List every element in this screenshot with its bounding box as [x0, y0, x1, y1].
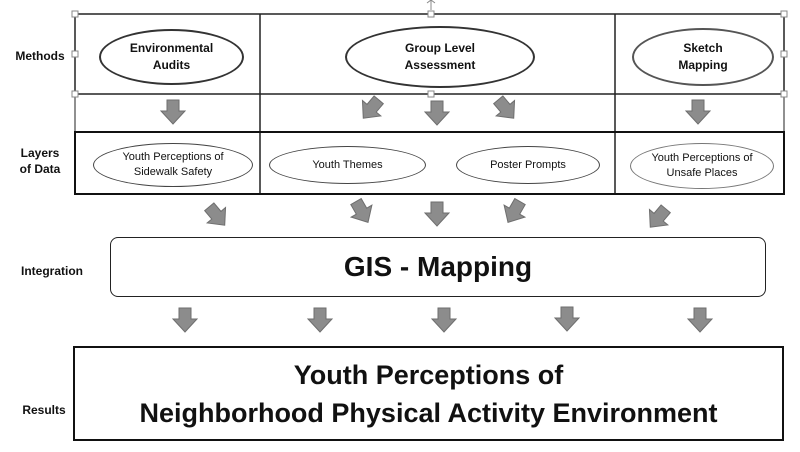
results-line2: Neighborhood Physical Activity Environme… — [139, 397, 718, 428]
arrow-sketch-to-unsafe-icon — [684, 99, 712, 125]
arrow-themes-to-gis-icon — [349, 197, 373, 224]
layers-label-line1: Layers — [20, 146, 60, 160]
handle-top-right[interactable] — [780, 10, 788, 18]
arrow-gis-to-results-3-icon — [430, 307, 458, 333]
sketch-mapping-line2: Mapping — [678, 58, 728, 72]
sidewalk-line2: Sidewalk Safety — [133, 166, 213, 178]
gis-mapping-box: GIS - Mapping — [110, 237, 766, 297]
integration-label: Integration — [21, 264, 83, 278]
results-line1: Youth Perceptions of — [293, 359, 564, 390]
youth-themes-node: Youth Themes — [269, 146, 426, 184]
handle-top-left[interactable] — [71, 10, 79, 18]
arrow-center-to-gis-icon — [423, 201, 451, 227]
sidewalk-safety-node: Youth Perceptions of Sidewalk Safety — [93, 143, 253, 187]
methods-label: Methods — [15, 49, 65, 63]
gis-mapping-title: GIS - Mapping — [343, 251, 533, 282]
unsafe-line2: Unsafe Places — [666, 167, 738, 179]
arrow-gis-to-results-4-icon — [553, 306, 581, 332]
poster-prompts-text: Poster Prompts — [490, 158, 566, 171]
layers-label-line2: of Data — [19, 162, 61, 176]
arrow-group-to-prompts-icon — [492, 95, 516, 119]
sketch-mapping-line1: Sketch — [683, 41, 723, 55]
youth-themes-text: Youth Themes — [312, 158, 383, 171]
group-level-line1: Group Level — [404, 41, 475, 55]
environmental-audits-line2: Audits — [152, 58, 191, 72]
arrow-gis-to-results-2-icon — [306, 307, 334, 333]
environmental-audits-line1: Environmental — [129, 41, 214, 55]
arrow-group-to-center-icon — [423, 100, 451, 126]
rotate-handle-icon[interactable] — [426, 0, 436, 10]
group-level-line2: Assessment — [404, 58, 476, 72]
layers-of-data-label: Layers of Data — [8, 145, 72, 177]
arrow-gis-to-results-5-icon — [686, 307, 714, 333]
layers-table-frame — [74, 131, 785, 195]
selection-handles — [71, 0, 788, 98]
unsafe-places-node: Youth Perceptions of Unsafe Places — [630, 143, 774, 189]
handle-bottom-mid[interactable] — [427, 90, 435, 98]
results-box: Youth Perceptions of Neighborhood Physic… — [73, 346, 784, 441]
handle-mid-left[interactable] — [71, 50, 79, 58]
handle-bottom-right[interactable] — [780, 90, 788, 98]
arrow-unsafe-to-gis-icon — [648, 204, 672, 228]
arrow-layer — [159, 95, 714, 333]
handle-bottom-left[interactable] — [71, 90, 79, 98]
arrow-audits-to-sidewalk-icon — [159, 99, 187, 125]
results-label: Results — [22, 403, 66, 417]
handle-mid-right[interactable] — [780, 50, 788, 58]
sidewalk-line1: Youth Perceptions of — [122, 151, 224, 163]
handle-top-mid[interactable] — [427, 10, 435, 18]
arrow-sidewalk-to-gis-icon — [203, 202, 227, 226]
unsafe-line1: Youth Perceptions of — [651, 152, 753, 164]
arrow-group-to-themes-icon — [361, 95, 385, 119]
poster-prompts-node: Poster Prompts — [456, 146, 600, 184]
arrow-gis-to-results-1-icon — [171, 307, 199, 333]
arrow-prompts-to-gis-icon — [503, 197, 527, 224]
